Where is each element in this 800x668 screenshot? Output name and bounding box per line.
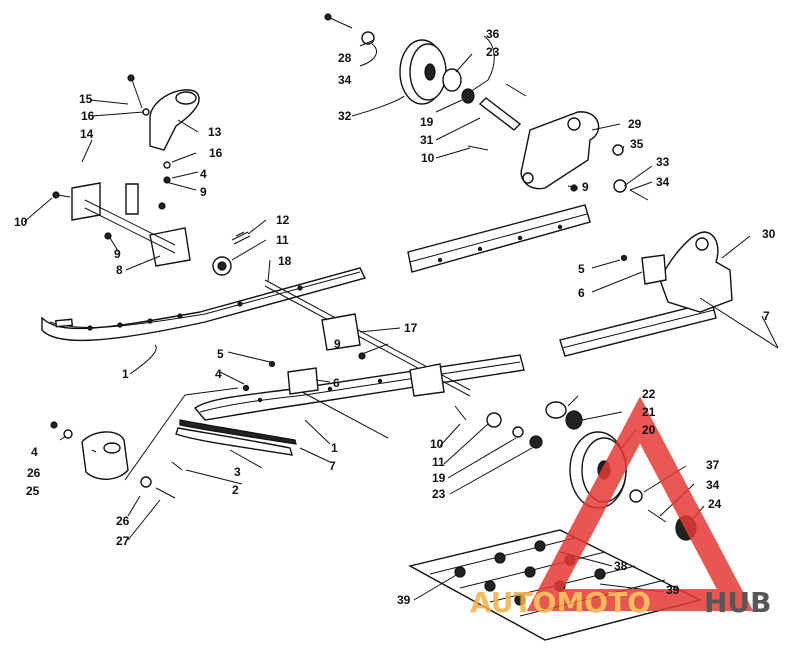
callout-7: 7 <box>329 459 336 473</box>
callout-2: 2 <box>232 483 239 497</box>
callout-32: 32 <box>338 109 352 123</box>
callout-labels: 1 1 2 3 4 4 4 5 5 6 6 7 7 8 9 9 9 9 10 1… <box>14 27 776 607</box>
left-rail-rear <box>407 204 591 273</box>
callout-19: 19 <box>420 115 434 129</box>
callout-21: 21 <box>642 405 656 419</box>
callout-1: 1 <box>122 367 129 381</box>
leader-lines <box>23 35 779 601</box>
callout-34: 34 <box>338 73 352 87</box>
rear-pivot-bracket <box>620 231 779 349</box>
watermark-text-automoto: AUTOMOTO <box>470 586 651 619</box>
callout-23: 23 <box>486 45 500 59</box>
callout-29: 29 <box>628 117 642 131</box>
callout-15: 15 <box>79 92 93 106</box>
callout-37: 37 <box>706 458 720 472</box>
front-torque-arm <box>125 74 200 215</box>
callout-35: 35 <box>630 137 644 151</box>
callout-34: 34 <box>706 478 720 492</box>
bumper-block <box>50 387 239 499</box>
callout-10: 10 <box>14 215 28 229</box>
callout-38: 38 <box>614 559 628 573</box>
callout-16: 16 <box>209 146 223 160</box>
callout-30: 30 <box>762 227 776 241</box>
callout-28: 28 <box>338 51 352 65</box>
callout-5: 5 <box>578 262 585 276</box>
callout-26: 26 <box>116 514 130 528</box>
callout-11: 11 <box>432 455 445 469</box>
callout-25: 25 <box>26 484 40 498</box>
callout-22: 22 <box>642 387 656 401</box>
callout-13: 13 <box>208 125 222 139</box>
callout-24: 24 <box>708 497 722 511</box>
callout-9: 9 <box>582 180 589 194</box>
watermark-text-hub: HUB <box>704 586 772 619</box>
callout-8: 8 <box>116 263 123 277</box>
callout-39: 39 <box>397 593 411 607</box>
callout-10: 10 <box>430 437 444 451</box>
callout-36: 36 <box>486 27 500 41</box>
callout-14: 14 <box>80 127 94 141</box>
wear-bar <box>175 427 293 456</box>
callout-39: 39 <box>666 583 680 597</box>
callout-4: 4 <box>31 445 38 459</box>
callout-23: 23 <box>432 487 446 501</box>
callout-12: 12 <box>276 213 290 227</box>
callout-3: 3 <box>234 465 241 479</box>
callout-11: 11 <box>276 233 289 247</box>
callout-7: 7 <box>763 309 770 323</box>
callout-34: 34 <box>656 175 670 189</box>
upper-idler-wheel <box>324 13 475 105</box>
right-slide-rail <box>193 301 717 421</box>
callout-4: 4 <box>215 367 222 381</box>
callout-9: 9 <box>200 185 207 199</box>
slide-strip <box>179 419 297 445</box>
callout-18: 18 <box>278 254 292 268</box>
watermark-triangle-logo <box>526 396 754 611</box>
callout-4: 4 <box>200 167 207 181</box>
spacer-block <box>242 360 389 439</box>
callout-9: 9 <box>334 337 341 351</box>
callout-26: 26 <box>27 466 41 480</box>
callout-9: 9 <box>114 247 121 261</box>
callout-27: 27 <box>116 534 130 548</box>
callout-33: 33 <box>656 155 670 169</box>
callout-20: 20 <box>642 423 656 437</box>
callout-31: 31 <box>420 133 434 147</box>
idler-spacer <box>478 83 527 131</box>
callout-5: 5 <box>217 347 224 361</box>
callout-1: 1 <box>331 441 338 455</box>
callout-10: 10 <box>421 151 435 165</box>
front-cross-shaft <box>52 182 251 276</box>
rear-idler-hardware <box>454 405 543 449</box>
automotohub-watermark: AUTOMOTO HUB <box>470 396 772 619</box>
callout-19: 19 <box>432 471 446 485</box>
rear-arm-bracket <box>467 111 649 201</box>
callout-16: 16 <box>81 109 95 123</box>
rear-cross-shaft <box>264 279 471 397</box>
callout-17: 17 <box>404 321 418 335</box>
callout-6: 6 <box>333 376 340 390</box>
callout-6: 6 <box>578 286 585 300</box>
left-slide-rail <box>41 267 367 342</box>
